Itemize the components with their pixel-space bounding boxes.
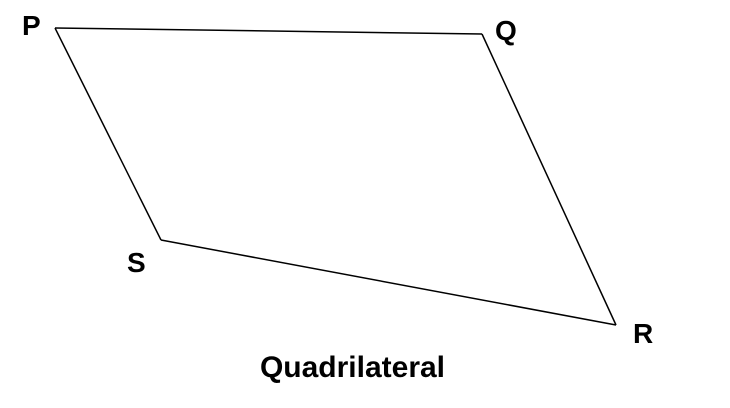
vertex-label-p: P: [22, 10, 41, 41]
diagram-caption: Quadrilateral: [259, 351, 446, 384]
edge-pq: [54, 27, 483, 35]
edge-rs: [160, 239, 617, 326]
edge-sp: [54, 27, 162, 241]
edge-qr: [481, 33, 617, 326]
vertex-label-r: R: [633, 318, 654, 349]
vertex-label-q: Q: [495, 15, 517, 46]
vertex-label-s: S: [127, 247, 146, 278]
